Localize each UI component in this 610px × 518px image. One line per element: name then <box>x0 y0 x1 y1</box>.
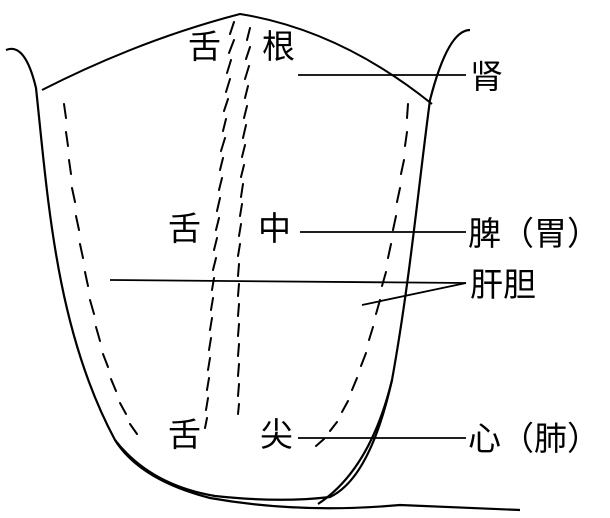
label-middle-left: 舌 <box>168 209 201 248</box>
label-middle-right: 中 <box>258 209 291 248</box>
label-tip-left: 舌 <box>168 415 201 454</box>
label-kidney: 肾 <box>470 57 503 96</box>
label-spleen-stomach: 脾（胃） <box>468 214 600 253</box>
central-groove <box>204 21 251 429</box>
tongue-base-arch <box>41 12 433 105</box>
left-edge-hatching <box>63 103 138 435</box>
tongue-outline <box>5 28 521 512</box>
tongue-tip-outline <box>114 379 394 501</box>
label-root-right: 根 <box>262 27 295 66</box>
label-liver-gallbladder: 肝胆 <box>470 265 536 304</box>
leader-lines <box>109 74 467 439</box>
right-edge-hatching <box>315 103 409 447</box>
leader-line-liver-left <box>109 279 467 284</box>
label-heart-lung: 心（肺） <box>468 419 600 458</box>
leader-line-liver-right <box>361 282 467 306</box>
label-tip-right: 尖 <box>260 415 293 454</box>
label-root-left: 舌 <box>188 27 221 66</box>
